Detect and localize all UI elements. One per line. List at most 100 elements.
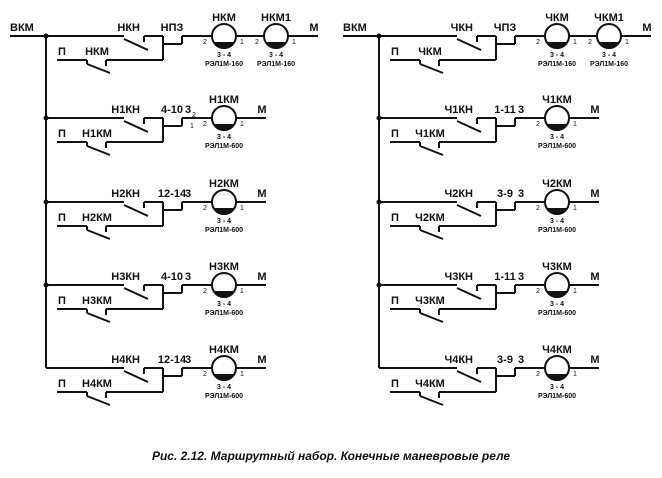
winding-label: 3 - 4 (550, 52, 564, 59)
coil-marker (214, 42, 234, 48)
relay-name: ЧКМ1 (594, 12, 624, 24)
button-label: ЧКН (451, 22, 473, 34)
bus-label-vkm: ВКМ (10, 22, 34, 34)
relay-name: Ч3КМ (542, 261, 572, 273)
button-label: Н1КН (111, 104, 140, 116)
relay-contact-label: 12-14 (158, 188, 187, 200)
coil-marker (214, 291, 234, 297)
pin-label: 2 (192, 112, 196, 119)
button-label: Ч3КН (444, 271, 473, 283)
button-label: НКН (117, 22, 140, 34)
repeat-contact-label: НКМ (85, 46, 109, 58)
repeat-contact-blade (419, 63, 444, 74)
contact-number: 3 (185, 354, 191, 366)
supply-label: П (391, 295, 399, 307)
repeat-contact-label: Н3КМ (82, 295, 112, 307)
relay-type: РЭЛ1М-600 (538, 310, 576, 317)
output-label: М (590, 104, 599, 116)
button-contact-blade (456, 370, 482, 383)
relay-type: РЭЛ1М-600 (205, 310, 243, 317)
button-label: Ч1КН (444, 104, 473, 116)
relay-name: Н4КМ (209, 344, 239, 356)
pin-label: 1 (625, 39, 629, 46)
winding-label: 3 - 4 (217, 134, 231, 141)
coil-marker (214, 208, 234, 214)
pin-label: 2 (588, 39, 592, 46)
contact-number: 3 (518, 188, 524, 200)
pin-label: 1 (240, 371, 244, 378)
pin-label: 1 (240, 121, 244, 128)
output-label: М (590, 188, 599, 200)
supply-label: П (391, 46, 399, 58)
coil-marker (599, 42, 619, 48)
pin-label: 2 (203, 288, 207, 295)
pin-label: 2 (536, 121, 540, 128)
winding-label: 3 - 4 (217, 384, 231, 391)
coil-marker (547, 291, 567, 297)
contact-number: 3 (185, 271, 191, 283)
pin-label: 2 (255, 39, 259, 46)
contact-number: 3 (185, 188, 191, 200)
output-label: М (309, 22, 318, 34)
relay-type: РЭЛ1М-600 (205, 227, 243, 234)
repeat-contact-label: Ч2КМ (415, 212, 445, 224)
output-label: М (590, 271, 599, 283)
pin-label: 1 (190, 123, 194, 130)
pin-label: 1 (292, 39, 296, 46)
supply-label: П (58, 46, 66, 58)
button-contact-blade (123, 204, 149, 217)
repeat-contact-blade (419, 145, 444, 156)
relay-name: Ч2КМ (542, 178, 572, 190)
button-label: Ч4КН (444, 354, 473, 366)
repeat-contact-label: Н1КМ (82, 128, 112, 140)
repeat-contact-label: Ч4КМ (415, 378, 445, 390)
coil-marker (214, 374, 234, 380)
repeat-contact-label: Н4КМ (82, 378, 112, 390)
relay-name: НКМ1 (261, 12, 291, 24)
button-contact-blade (123, 38, 149, 51)
relay-contact-label: НПЗ (161, 22, 184, 34)
repeat-contact-blade (419, 395, 444, 406)
relay-type: РЭЛ1М-600 (538, 143, 576, 150)
output-label: М (642, 22, 651, 34)
output-label: М (257, 354, 266, 366)
pin-label: 2 (203, 121, 207, 128)
contact-number: 3 (518, 104, 524, 116)
output-label: М (257, 271, 266, 283)
pin-label: 1 (573, 205, 577, 212)
button-label: Н4КН (111, 354, 140, 366)
relay-coil: Н3КМ 2 1 3 - 4 РЭЛ1М-600 (203, 261, 244, 317)
coil-marker (266, 42, 286, 48)
winding-label: 3 - 4 (217, 301, 231, 308)
pin-label: 1 (240, 205, 244, 212)
pin-label: 2 (203, 205, 207, 212)
pin-label: 2 (203, 371, 207, 378)
pin-label: 1 (240, 288, 244, 295)
relay-name: Н3КМ (209, 261, 239, 273)
relay-type: РЭЛ1М-160 (538, 61, 576, 68)
repeat-contact-label: Ч1КМ (415, 128, 445, 140)
button-contact-blade (123, 370, 149, 383)
pin-label: 1 (573, 371, 577, 378)
button-contact-blade (123, 287, 149, 300)
relay-type: РЭЛ1М-600 (205, 393, 243, 400)
contact-number: 3 (185, 104, 191, 116)
pin-label: 2 (536, 371, 540, 378)
bus-label-vkm: ВКМ (343, 22, 367, 34)
winding-label: 3 - 4 (550, 134, 564, 141)
button-contact-blade (456, 204, 482, 217)
contact-number: 3 (518, 271, 524, 283)
winding-label: 3 - 4 (217, 218, 231, 225)
pin-label: 1 (573, 39, 577, 46)
